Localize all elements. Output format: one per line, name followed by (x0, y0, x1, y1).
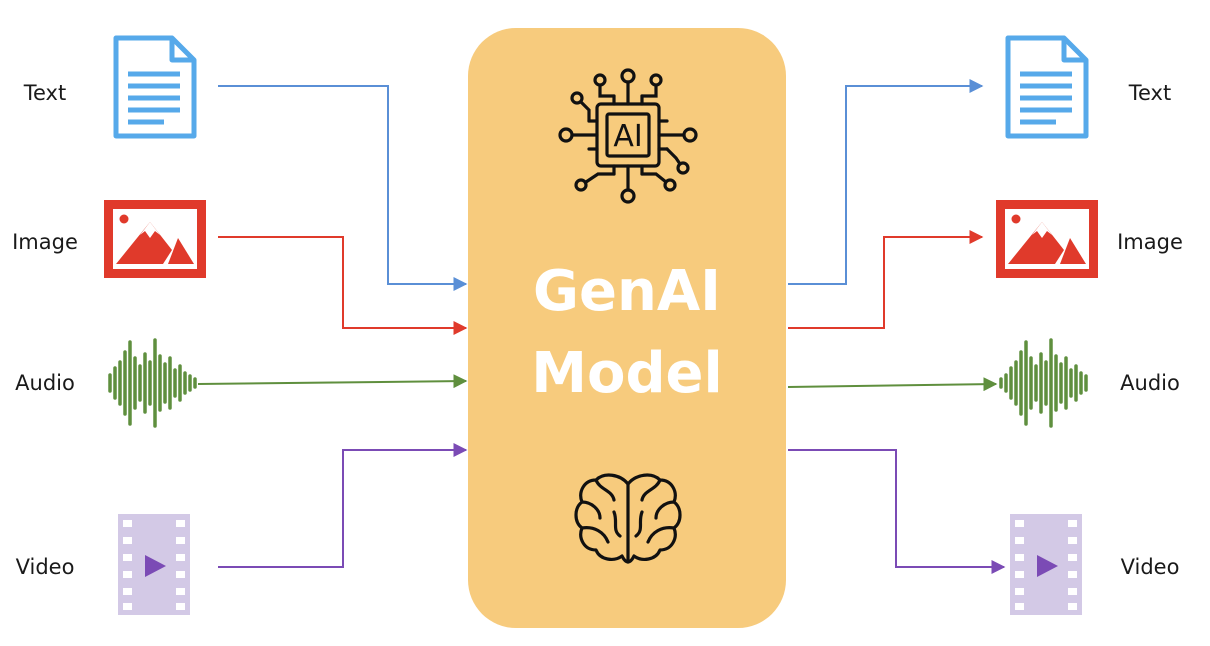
input-label-video: Video (16, 555, 75, 579)
connector-video-in (218, 443, 468, 568)
input-label-image: Image (12, 230, 78, 254)
connector-audio-out (787, 377, 998, 392)
output-label-audio: Audio (1120, 371, 1180, 395)
output-document-icon (1005, 35, 1089, 139)
genai-model-box (468, 28, 786, 628)
output-label-text: Text (1128, 81, 1171, 105)
connector-image-out (788, 230, 984, 329)
input-label-audio: Audio (15, 371, 75, 395)
connector-text-in (218, 85, 468, 291)
model-title-line1: GenAI (533, 259, 721, 324)
input-image-icon (104, 200, 206, 278)
input-film-strip-icon (118, 514, 190, 615)
connector-video-out (788, 449, 1006, 574)
output-waveform-icon (999, 338, 1088, 428)
output-image-icon (996, 200, 1098, 278)
output-label-video: Video (1121, 555, 1180, 579)
model-title-line2: Model (531, 341, 722, 406)
input-document-icon (113, 35, 197, 139)
connector-audio-in (197, 374, 468, 389)
output-label-image: Image (1117, 230, 1183, 254)
ai-chip-label: AI (613, 119, 642, 154)
input-waveform-icon (108, 338, 197, 428)
connector-image-in (218, 236, 468, 335)
brain-icon (574, 473, 682, 564)
input-label-text: Text (23, 81, 66, 105)
output-film-strip-icon (1010, 514, 1082, 615)
ai-chip-icon (558, 68, 698, 204)
connector-text-out (788, 79, 984, 285)
